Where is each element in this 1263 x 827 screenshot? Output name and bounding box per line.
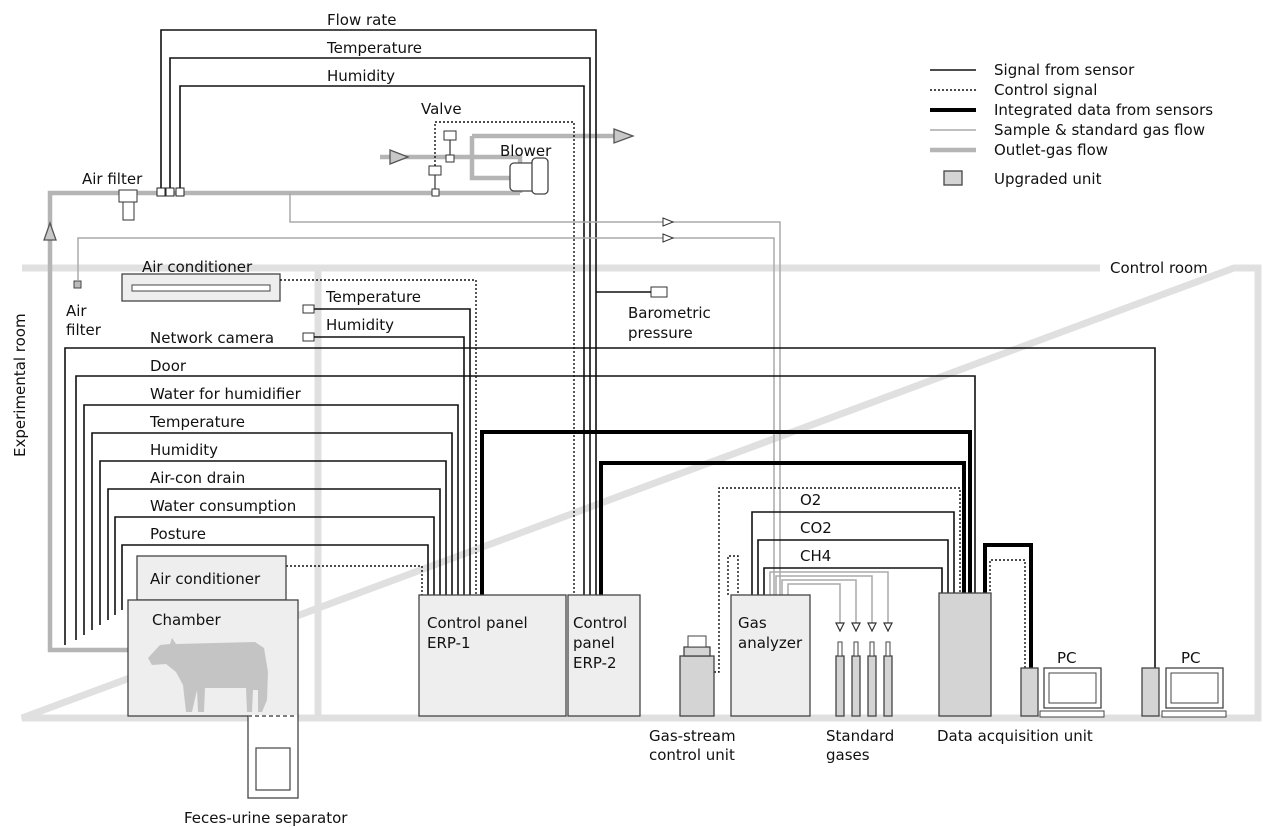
chamber-signal-water-consumption: Water consumption	[150, 497, 296, 515]
chamber-label: Chamber	[152, 611, 222, 629]
cp2-label-2: panel	[573, 634, 615, 652]
top-signal-flow-rate: Flow rate	[327, 11, 396, 29]
cp1-label-1: Control panel	[427, 614, 528, 632]
air-conditioner-top-label: Air conditioner	[142, 258, 253, 276]
chamber-signal-lines	[64, 347, 1156, 668]
chamber-signal-temperature: Temperature	[149, 413, 245, 431]
blower-icon	[509, 157, 549, 195]
data-acquisition-label: Data acquisition unit	[937, 727, 1093, 745]
blower-label: Blower	[500, 142, 552, 160]
standard-gases-label-2: gases	[826, 746, 870, 764]
gas-co2-label: CO2	[800, 519, 832, 537]
air-conditioner-top-unit	[121, 273, 281, 302]
arrow-up-left	[43, 221, 57, 241]
legend-signal: Signal from sensor	[994, 61, 1135, 79]
feces-separator-label: Feces-urine separator	[184, 809, 348, 827]
air-conditioner-chamber-box	[136, 555, 287, 601]
standard-gases-label-1: Standard	[826, 727, 894, 745]
top-signal-temperature: Temperature	[326, 39, 422, 57]
legend	[930, 69, 976, 186]
barometric-sensor	[650, 286, 668, 298]
cow-icon	[148, 638, 268, 712]
top-signal-lines	[156, 29, 597, 595]
sample-gas-lines	[73, 193, 781, 595]
arrow-inlet	[389, 149, 410, 165]
air-conditioner-chamber-label: Air conditioner	[150, 570, 261, 588]
arrow-outlet	[613, 128, 635, 144]
air-filter-top-label: Air filter	[82, 170, 143, 188]
legend-upgraded: Upgraded unit	[994, 170, 1102, 188]
chamber-signal-posture: Posture	[150, 525, 206, 543]
gas-analyzer-label-2: analyzer	[738, 634, 803, 652]
data-acquisition-unit	[938, 592, 992, 717]
control-panel-erp2	[567, 594, 641, 717]
room-humidity-label: Humidity	[326, 316, 394, 334]
experimental-room-label: Experimental room	[11, 313, 29, 457]
air-filter-top-icon	[118, 189, 138, 221]
air-filter-left-label-1: Air	[66, 302, 87, 320]
barometric-label-1: Barometric	[628, 304, 711, 322]
gas-stream-label-2: control unit	[649, 746, 735, 764]
chamber-signal-humidity: Humidity	[150, 441, 218, 459]
legend-integrated: Integrated data from sensors	[994, 101, 1213, 119]
legend-sample-gas: Sample & standard gas flow	[994, 121, 1205, 139]
cp2-label-3: ERP-2	[573, 654, 617, 672]
control-panel-erp1	[418, 594, 567, 717]
pc-1-icon	[1020, 667, 1105, 718]
gas-stream-control-unit	[679, 635, 715, 717]
room-outlines	[20, 264, 1262, 722]
standard-gas-cylinders	[835, 622, 893, 717]
pc-2-icon	[1141, 667, 1227, 718]
outlet-gas-lines	[47, 133, 620, 653]
arrow-sample-1	[662, 217, 675, 227]
chamber-signal-door: Door	[150, 357, 187, 375]
valve-label: Valve	[421, 100, 462, 118]
legend-outlet-gas: Outlet-gas flow	[994, 141, 1108, 159]
gas-o2-label: O2	[800, 491, 821, 509]
integrated-data-lines	[480, 430, 1033, 668]
gas-analyzer-box	[730, 594, 811, 717]
pc-1-label: PC	[1057, 649, 1077, 667]
control-room-label: Control room	[1110, 259, 1208, 277]
chamber-signal-water-humidifier: Water for humidifier	[150, 385, 302, 403]
air-filter-left-label-2: filter	[66, 321, 102, 339]
pc-2-label: PC	[1181, 649, 1201, 667]
gas-ch4-label: CH4	[800, 547, 831, 565]
arrow-sample-2	[662, 233, 675, 243]
gas-analyzer-label-1: Gas	[738, 614, 767, 632]
legend-control: Control signal	[994, 81, 1097, 99]
valve-icon	[428, 130, 457, 197]
barometric-label-2: pressure	[628, 324, 693, 342]
standard-gas-lines	[769, 571, 889, 630]
room-temp-sensor	[302, 304, 315, 314]
room-temp-label: Temperature	[325, 288, 421, 306]
chamber-signal-aircon-drain: Air-con drain	[150, 469, 245, 487]
network-camera-label: Network camera	[150, 329, 274, 347]
cp2-label-1: Control	[573, 614, 627, 632]
top-signal-humidity: Humidity	[327, 67, 395, 85]
gas-stream-label-1: Gas-stream	[649, 727, 736, 745]
room-humidity-sensor	[302, 332, 315, 342]
cp1-label-2: ERP-1	[427, 634, 471, 652]
